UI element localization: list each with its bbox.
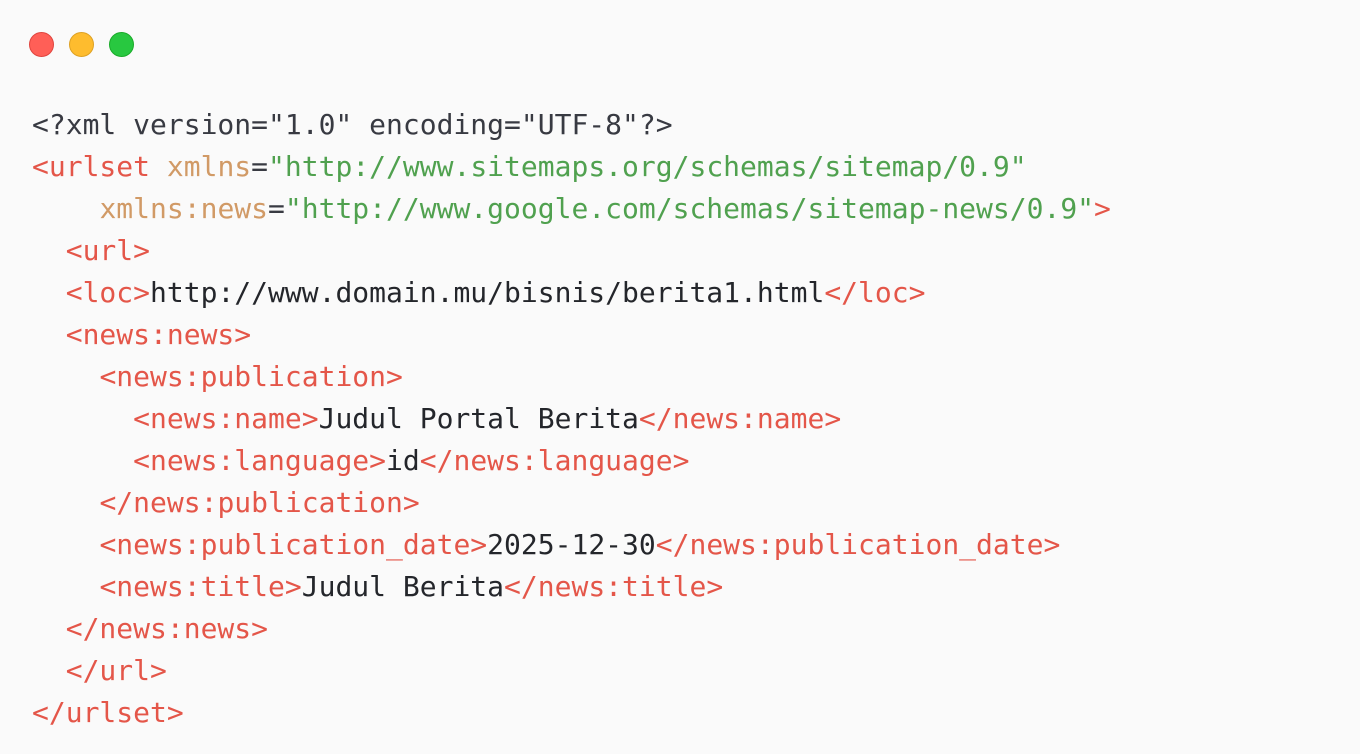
code-token-txt: Judul Portal Berita xyxy=(318,402,639,435)
code-line: <news:news> xyxy=(32,314,1111,356)
maximize-button[interactable] xyxy=(109,32,134,57)
code-token-tag: </news:title> xyxy=(504,570,724,603)
code-line: <news:name>Judul Portal Berita</news:nam… xyxy=(32,398,1111,440)
code-token-str: "http://www.sitemaps.org/schemas/sitemap… xyxy=(268,150,1027,183)
code-token-txt: 2025-12-30 xyxy=(487,528,656,561)
code-token-tag: <news:name> xyxy=(133,402,319,435)
code-token-tag: <url> xyxy=(65,234,151,267)
code-token-tag: <news:publication> xyxy=(99,360,403,393)
code-block: <?xml version="1.0" encoding="UTF-8"?> <u… xyxy=(32,104,1111,734)
code-line: <news:title>Judul Berita</news:title> xyxy=(32,566,1111,608)
code-token-tag: > xyxy=(1094,192,1111,225)
minimize-button[interactable] xyxy=(69,32,94,57)
code-token-tag: <news:language> xyxy=(133,444,387,477)
code-line: <urlset xmlns="http://www.sitemaps.org/s… xyxy=(32,146,1111,188)
code-token-tag: <news:publication_date> xyxy=(99,528,488,561)
code-token-txt: Judul Berita xyxy=(301,570,505,603)
code-line: <news:language>id</news:language> xyxy=(32,440,1111,482)
code-line: <?xml version="1.0" encoding="UTF-8"?> xyxy=(32,104,1111,146)
code-token-plain: <?xml version="1.0" encoding="UTF-8"?> xyxy=(32,108,673,141)
code-token-tag: </news:publication> xyxy=(99,486,420,519)
code-token-txt: id xyxy=(386,444,420,477)
code-token-tag: <news:title> xyxy=(99,570,302,603)
close-button[interactable] xyxy=(29,32,54,57)
code-line: </news:publication> xyxy=(32,482,1111,524)
code-token-tag: </news:publication_date> xyxy=(655,528,1061,561)
code-token-tag: <loc> xyxy=(65,276,151,309)
code-line: xmlns:news="http://www.google.com/schema… xyxy=(32,188,1111,230)
code-token-plain: = xyxy=(268,192,285,225)
code-line: </news:news> xyxy=(32,608,1111,650)
code-token-tag: </news:language> xyxy=(419,444,690,477)
code-token-tag: <news:news> xyxy=(65,318,252,351)
code-token-tag: </urlset> xyxy=(32,696,184,729)
code-line: </urlset> xyxy=(32,692,1111,734)
code-line: </url> xyxy=(32,650,1111,692)
code-token-attr: xmlns:news xyxy=(99,192,269,225)
code-token-plain xyxy=(150,150,167,183)
code-token-str: "http://www.google.com/schemas/sitemap-n… xyxy=(284,192,1095,225)
code-token-txt: http://www.domain.mu/bisnis/berita1.html xyxy=(150,276,825,309)
code-token-tag: </news:news> xyxy=(65,612,269,645)
code-token-tag: </url> xyxy=(65,654,167,687)
code-token-attr: xmlns xyxy=(166,150,252,183)
code-line: <news:publication> xyxy=(32,356,1111,398)
code-token-plain: = xyxy=(251,150,269,183)
code-token-tag: <urlset xyxy=(32,150,151,183)
code-line: <news:publication_date>2025-12-30</news:… xyxy=(32,524,1111,566)
code-line: <url> xyxy=(32,230,1111,272)
code-token-tag: </news:name> xyxy=(638,402,842,435)
code-token-tag: </loc> xyxy=(824,276,926,309)
window-controls xyxy=(29,32,134,57)
code-line: <loc>http://www.domain.mu/bisnis/berita1… xyxy=(32,272,1111,314)
